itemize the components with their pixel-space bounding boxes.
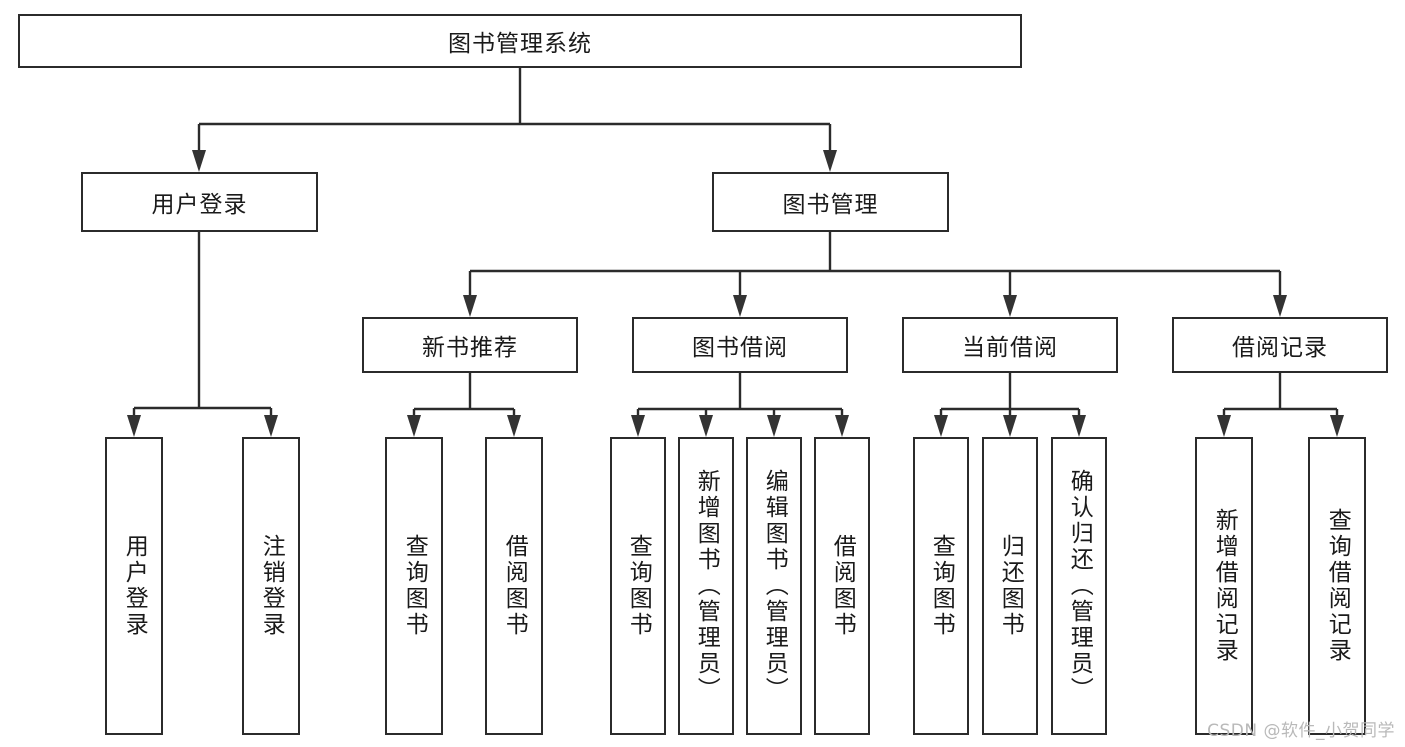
leaf-record-query-record[interactable]: 查询借阅记录 — [1308, 437, 1366, 735]
arrow-leaf-user-login — [127, 415, 141, 437]
arrow-leaf-logout — [264, 415, 278, 437]
leaf-current-confirm-return-admin[interactable]: 确认归还（管理员） — [1051, 437, 1107, 735]
arrow-leaf-borrow-4 — [835, 415, 849, 437]
arrow-to-record — [1273, 295, 1287, 317]
node-current-borrow[interactable]: 当前借阅 — [902, 317, 1118, 373]
node-label: 查询图书 — [401, 534, 428, 638]
node-label: 图书管理 — [782, 192, 879, 218]
arrow-leaf-current-2 — [1003, 415, 1017, 437]
node-label: 归还图书 — [997, 534, 1024, 638]
node-borrow-record[interactable]: 借阅记录 — [1172, 317, 1388, 373]
arrow-leaf-record-1 — [1217, 415, 1231, 437]
arrow-leaf-borrow-2 — [699, 415, 713, 437]
node-label: 图书借阅 — [692, 335, 788, 361]
leaf-newbook-borrow-book[interactable]: 借阅图书 — [485, 437, 543, 735]
arrow-leaf-borrow-3 — [767, 415, 781, 437]
node-label: 借阅记录 — [1232, 335, 1328, 361]
arrow-to-borrow — [733, 295, 747, 317]
node-book-management[interactable]: 图书管理 — [712, 172, 949, 232]
arrow-leaf-current-3 — [1072, 415, 1086, 437]
node-label: 新书推荐 — [422, 335, 518, 361]
node-label: 查询图书 — [928, 534, 955, 638]
arrow-leaf-borrow-1 — [631, 415, 645, 437]
leaf-newbook-query-book[interactable]: 查询图书 — [385, 437, 443, 735]
node-label: 查询借阅记录 — [1324, 508, 1351, 664]
node-book-borrow[interactable]: 图书借阅 — [632, 317, 848, 373]
arrow-to-user-login — [192, 150, 206, 172]
leaf-user-login[interactable]: 用户登录 — [105, 437, 163, 735]
arrow-leaf-newbook-2 — [507, 415, 521, 437]
arrow-leaf-newbook-1 — [407, 415, 421, 437]
node-new-book-recommend[interactable]: 新书推荐 — [362, 317, 578, 373]
node-label: 图书管理系统 — [448, 31, 592, 57]
node-label: 查询图书 — [625, 534, 652, 638]
arrow-to-current — [1003, 295, 1017, 317]
node-label: 当前借阅 — [962, 335, 1058, 361]
leaf-logout[interactable]: 注销登录 — [242, 437, 300, 735]
arrow-leaf-record-2 — [1330, 415, 1344, 437]
leaf-borrow-edit-book-admin[interactable]: 编辑图书（管理员） — [746, 437, 802, 735]
leaf-record-add-record[interactable]: 新增借阅记录 — [1195, 437, 1253, 735]
node-label: 编辑图书（管理员） — [761, 469, 788, 703]
node-label: 新增图书（管理员） — [693, 469, 720, 703]
node-label: 借阅图书 — [501, 534, 528, 638]
node-user-login[interactable]: 用户登录 — [81, 172, 318, 232]
arrow-leaf-current-1 — [934, 415, 948, 437]
csdn-watermark: CSDN @软件_小贺同学 — [1207, 721, 1395, 741]
node-label: 用户登录 — [121, 534, 148, 638]
node-label: 注销登录 — [258, 534, 285, 638]
leaf-borrow-add-book-admin[interactable]: 新增图书（管理员） — [678, 437, 734, 735]
node-label: 确认归还（管理员） — [1066, 469, 1093, 703]
leaf-borrow-query-book[interactable]: 查询图书 — [610, 437, 666, 735]
arrow-to-book-mgmt — [823, 150, 837, 172]
arrow-to-newbook — [463, 295, 477, 317]
leaf-current-return-book[interactable]: 归还图书 — [982, 437, 1038, 735]
node-label: 借阅图书 — [829, 534, 856, 638]
node-root-system[interactable]: 图书管理系统 — [18, 14, 1022, 68]
node-label: 用户登录 — [151, 192, 248, 218]
leaf-borrow-borrow-book[interactable]: 借阅图书 — [814, 437, 870, 735]
leaf-current-query-book[interactable]: 查询图书 — [913, 437, 969, 735]
node-label: 新增借阅记录 — [1211, 508, 1238, 664]
